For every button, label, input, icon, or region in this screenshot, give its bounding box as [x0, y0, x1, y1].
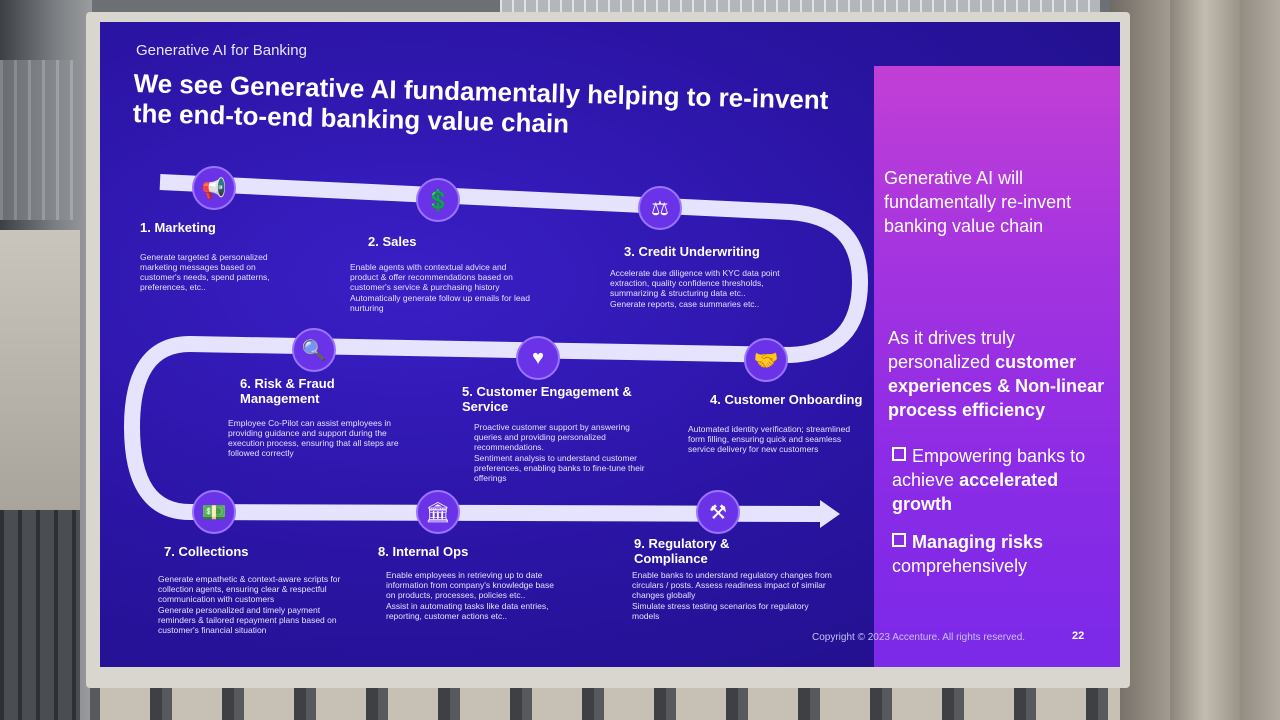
step-desc-onboarding: Automated identity verification; streaml… — [688, 424, 868, 455]
step-desc-sales: Enable agents with contextual advice and… — [350, 262, 530, 314]
step-desc-engagement: Proactive customer support by answering … — [474, 422, 654, 484]
page-number: 22 — [1072, 630, 1084, 642]
step-title-engagement: 5. Customer Engagement & Service — [462, 384, 642, 414]
step-title-marketing: 1. Marketing — [140, 220, 216, 235]
step-desc-regulatory: Enable banks to understand regulatory ch… — [632, 570, 832, 622]
step-desc-collections: Generate empathetic & context-aware scri… — [158, 574, 358, 636]
right-summary-panel: Generative AI will fundamentally re-inve… — [874, 66, 1120, 667]
step-title-collections: 7. Collections — [164, 544, 249, 559]
step-title-credit: 3. Credit Underwriting — [624, 244, 760, 259]
panel-subtext: As it drives truly personalized customer… — [888, 326, 1108, 422]
cash-stack-icon: 💵 — [192, 490, 236, 534]
left-lower-glass — [0, 510, 80, 720]
step-desc-credit: Accelerate due diligence with KYC data p… — [610, 268, 780, 310]
step-desc-marketing: Generate targeted & personalized marketi… — [140, 252, 290, 293]
bullet-plain: comprehensively — [892, 556, 1027, 576]
step-title-risk: 6. Risk & Fraud Management — [240, 376, 360, 406]
panel-heading: Generative AI will fundamentally re-inve… — [884, 166, 1104, 238]
step-title-regulatory: 9. Regulatory & Compliance — [634, 536, 754, 566]
path-arrow-head — [820, 500, 840, 528]
step-title-internal-ops: 8. Internal Ops — [378, 544, 468, 559]
right-column — [1170, 0, 1240, 720]
bullet-bold: Managing risks — [912, 532, 1043, 552]
step-title-onboarding: 4. Customer Onboarding — [710, 392, 862, 407]
engagement-icon: ♥ — [516, 336, 560, 380]
left-wall-panel — [0, 230, 80, 510]
copyright-notice: Copyright © 2023 Accenture. All rights r… — [812, 632, 1025, 643]
step-desc-internal-ops: Enable employees in retrieving up to dat… — [386, 570, 556, 622]
step-title-sales: 2. Sales — [368, 234, 416, 249]
handshake-icon: 🤝 — [744, 338, 788, 382]
presentation-screen: Generative AI will fundamentally re-inve… — [100, 22, 1120, 667]
left-railing — [0, 60, 82, 220]
checkbox-icon — [892, 533, 906, 547]
panel-bullet-risks: Managing risks comprehensively — [892, 530, 1112, 578]
megaphone-icon: 📢 — [192, 166, 236, 210]
scales-icon: ⚖ — [638, 186, 682, 230]
fraud-search-icon: 🔍 — [292, 328, 336, 372]
step-desc-risk: Employee Co-Pilot can assist employees i… — [228, 418, 408, 459]
panel-bullet-growth: Empowering banks to achieve accelerated … — [892, 444, 1112, 516]
bank-building-icon: 🏛 — [416, 490, 460, 534]
money-growth-icon: 💲 — [416, 178, 460, 222]
gavel-icon: ⚒ — [696, 490, 740, 534]
checkbox-icon — [892, 447, 906, 461]
